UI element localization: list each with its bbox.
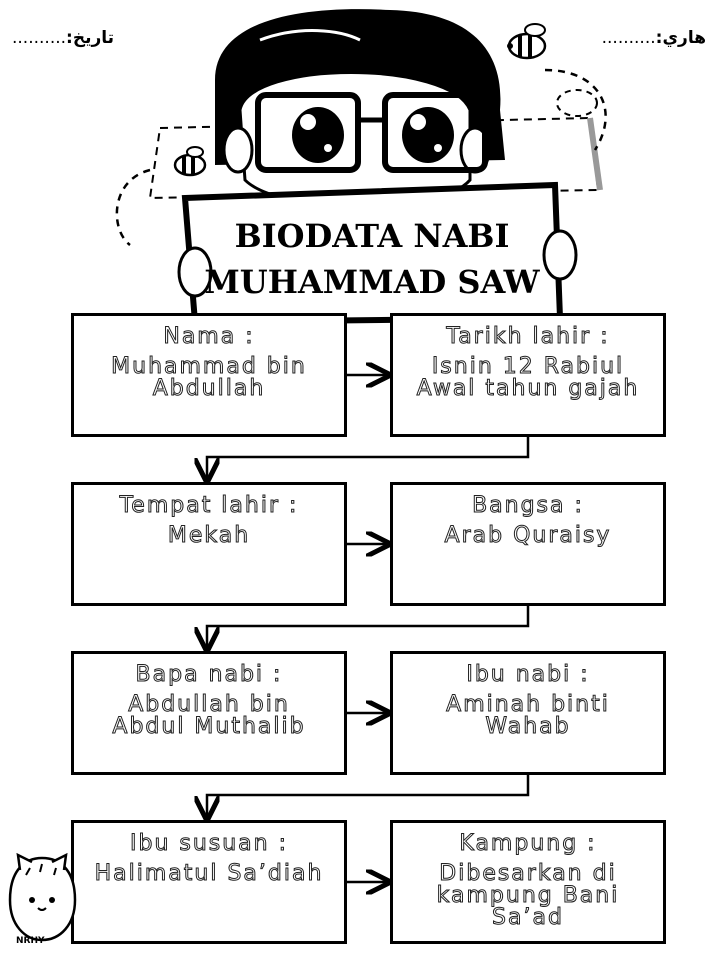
bee-icon-right (507, 23, 547, 60)
box-value: Abdullah bin Abdul Muthalib (112, 692, 306, 739)
box-label: Tarikh lahir : (446, 324, 610, 349)
watermark-logo: NRHY (16, 936, 45, 946)
bee-icon-left (173, 146, 207, 177)
arrow-down-row3 (207, 775, 530, 816)
box-nama: Nama : Muhammad bin Abdullah (71, 313, 347, 437)
box-label: Kampung : (459, 831, 597, 856)
date-dots: .......... (12, 28, 67, 48)
sign-title-line2: MUHAMMAD SAW (204, 263, 540, 301)
box-value: Dibesarkan di kampung Bani Sa’ad (436, 861, 620, 930)
box-value: Muhammad bin Abdullah (111, 354, 307, 401)
date-label: تاريخ: (66, 28, 115, 48)
cat-mascot-icon: NRHY (8, 852, 77, 946)
day-label: هاري: (655, 28, 706, 48)
arrow-down-row1 (207, 437, 530, 478)
box-bangsa: Bangsa : Arab Quraisy (390, 482, 666, 606)
box-value: Mekah (167, 523, 251, 548)
box-value: Arab Quraisy (444, 523, 612, 548)
box-label: Bapa nabi : (135, 662, 283, 687)
box-bapa-nabi: Bapa nabi : Abdullah bin Abdul Muthalib (71, 651, 347, 775)
arrow-down-row2 (207, 606, 530, 647)
box-tempat-lahir: Tempat lahir : Mekah (71, 482, 347, 606)
day-field: هاري:.......... (602, 28, 706, 48)
box-ibu-nabi: Ibu nabi : Aminah binti Wahab (390, 651, 666, 775)
box-ibu-susuan: Ibu susuan : Halimatul Sa’diah (71, 820, 347, 944)
day-dots: .......... (601, 28, 656, 48)
box-value: Isnin 12 Rabiul Awal tahun gajah (416, 354, 640, 401)
box-value: Aminah binti Wahab (446, 692, 610, 739)
cartoon-header-illustration: BIODATA NABI MUHAMMAD SAW (115, 9, 607, 326)
box-value: Halimatul Sa’diah (94, 861, 324, 886)
box-label: Ibu nabi : (466, 662, 590, 687)
box-label: Bangsa : (472, 493, 584, 518)
box-label: Ibu susuan : (129, 831, 289, 856)
box-label: Nama : (163, 324, 255, 349)
sign-title-line1: BIODATA NABI (235, 217, 510, 255)
box-label: Tempat lahir : (119, 493, 299, 518)
box-kampung: Kampung : Dibesarkan di kampung Bani Sa’… (390, 820, 666, 944)
box-tarikh-lahir: Tarikh lahir : Isnin 12 Rabiul Awal tahu… (390, 313, 666, 437)
date-field: تاريخ:.......... (12, 28, 114, 48)
